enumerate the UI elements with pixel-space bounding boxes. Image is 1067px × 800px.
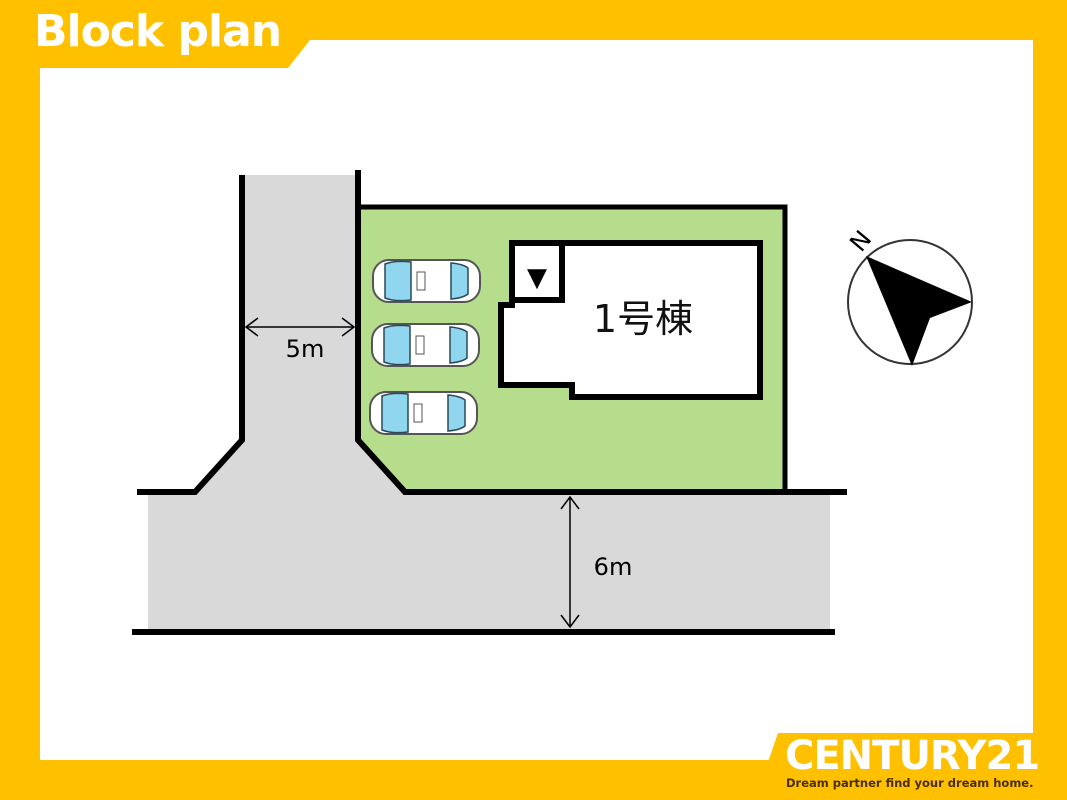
front-road-width-label: 6m xyxy=(594,553,633,581)
car-icon xyxy=(371,323,480,367)
entrance-box xyxy=(509,240,565,303)
brand-logo: CENTURY21 xyxy=(785,733,1040,779)
compass-icon: N xyxy=(844,225,973,366)
road-edge-right xyxy=(355,170,847,495)
side-road-dimension xyxy=(244,317,356,337)
car-icon xyxy=(372,259,481,303)
lot-boundary xyxy=(360,204,788,492)
footer-tab xyxy=(755,733,1067,800)
building-1 xyxy=(498,240,763,400)
title-tab xyxy=(0,0,310,68)
front-road-dimension xyxy=(560,495,580,629)
brand-tagline: Dream partner find your dream home. xyxy=(786,776,1034,790)
car-icon xyxy=(369,391,478,435)
entrance-icon: ▼ xyxy=(527,263,547,293)
side-road-width-label: 5m xyxy=(286,335,325,363)
page-title: Block plan xyxy=(34,6,282,57)
road-edge-left xyxy=(137,175,245,495)
building-label: 1号棟 xyxy=(593,297,693,341)
road xyxy=(148,175,830,632)
